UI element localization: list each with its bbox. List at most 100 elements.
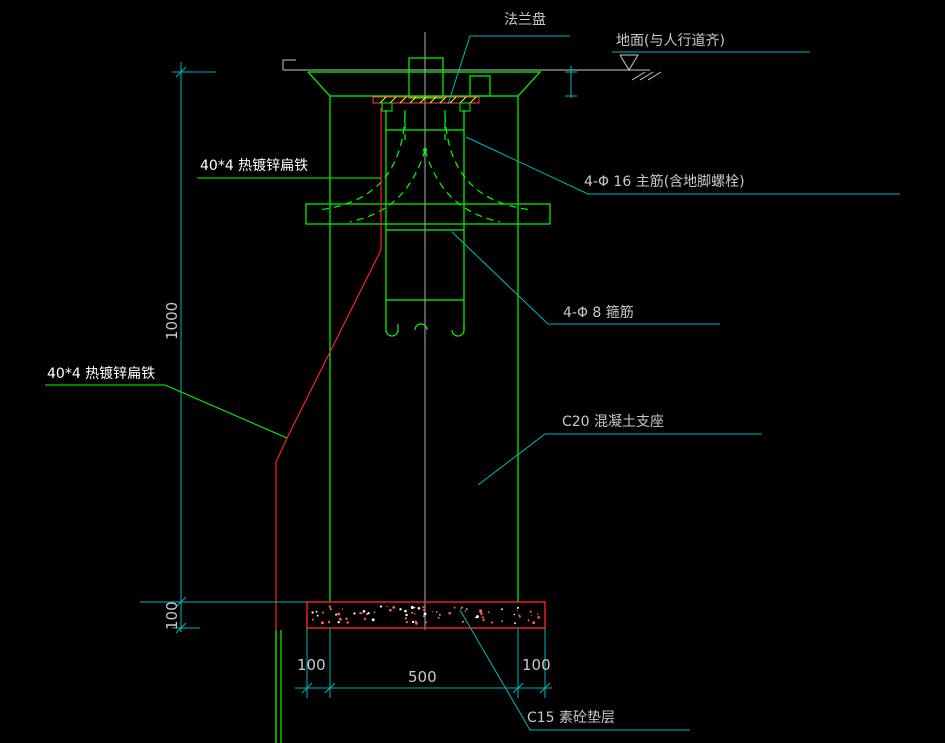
cushion-speck bbox=[311, 618, 314, 621]
cushion-speck bbox=[448, 611, 452, 615]
cushion-speck bbox=[359, 611, 362, 615]
cushion-speck bbox=[316, 614, 319, 617]
right-offset-dimension: 100 bbox=[522, 656, 551, 674]
cushion-speck bbox=[345, 617, 348, 620]
pedestal-body bbox=[305, 96, 551, 602]
cushion-speck bbox=[487, 611, 490, 614]
cushion-speck bbox=[464, 610, 467, 612]
cushion-speck bbox=[436, 611, 438, 613]
grounding-iron bbox=[275, 108, 382, 743]
cushion-speck bbox=[363, 618, 366, 621]
height-dimension: 1000 bbox=[163, 302, 181, 340]
cushion-speck bbox=[431, 611, 433, 613]
cushion-speck bbox=[479, 610, 483, 614]
cushion-speck bbox=[437, 616, 440, 619]
flat-iron-upper-label: 40*4 热镀锌扁铁 bbox=[200, 157, 308, 174]
stirrup-label: 4-Φ 8 箍筋 bbox=[563, 304, 634, 321]
anchor-bolts bbox=[317, 110, 533, 223]
cushion-speck bbox=[465, 608, 468, 610]
flange-leader bbox=[447, 35, 570, 105]
cushion-speck bbox=[460, 607, 462, 610]
stirrup-leader bbox=[451, 231, 720, 325]
rebar-cage bbox=[385, 110, 465, 337]
cushion-speck bbox=[321, 611, 324, 614]
cushion-speck bbox=[362, 610, 366, 613]
concrete-leader bbox=[477, 433, 762, 486]
cushion-speck bbox=[453, 606, 456, 609]
cushion-speck bbox=[423, 612, 427, 616]
cushion-speck bbox=[439, 614, 441, 616]
cushion-speck bbox=[422, 606, 425, 609]
cushion-speck bbox=[411, 620, 415, 624]
cushion-speck bbox=[315, 610, 318, 613]
cushion-speck bbox=[410, 605, 414, 609]
ground-line bbox=[282, 54, 662, 81]
cushion-speck bbox=[386, 605, 388, 608]
cushion-speck bbox=[346, 621, 349, 624]
cushion-speck bbox=[517, 606, 519, 609]
cushion-speck bbox=[516, 610, 518, 612]
horizontal-dimensions bbox=[295, 628, 552, 698]
cushion-speck bbox=[476, 615, 479, 619]
cushion-speck bbox=[337, 621, 340, 624]
cushion-speck bbox=[480, 613, 483, 616]
cushion-speck bbox=[335, 613, 338, 616]
cushion-speck bbox=[371, 618, 375, 622]
cushion-speck bbox=[414, 607, 416, 609]
main-rebar-label: 4-Φ 16 主筋(含地脚螺栓) bbox=[584, 173, 745, 190]
cushion-speck bbox=[337, 612, 341, 616]
cushion-speck bbox=[529, 610, 532, 613]
cushion-speck bbox=[341, 608, 343, 610]
cushion-label: C15 素砼垫层 bbox=[527, 710, 615, 726]
cushion-speck bbox=[404, 609, 407, 613]
pile-cap bbox=[307, 57, 542, 99]
cushion-speck bbox=[329, 606, 331, 608]
cushion-speck bbox=[538, 617, 540, 619]
cushion-speck bbox=[513, 613, 516, 616]
cushion-speck bbox=[338, 617, 342, 621]
cushion-speck bbox=[405, 613, 408, 617]
cushion-speck bbox=[531, 614, 533, 616]
left-offset-dimension: 100 bbox=[297, 656, 326, 674]
cushion-speck bbox=[481, 616, 484, 619]
center-dot bbox=[423, 148, 427, 152]
flat-iron-lower-label: 40*4 热镀锌扁铁 bbox=[47, 365, 155, 382]
cushion-speck bbox=[405, 621, 408, 624]
cushion-speck bbox=[321, 621, 324, 625]
cushion-speck bbox=[311, 611, 314, 614]
cushion-speck bbox=[424, 621, 427, 624]
cushion-speck bbox=[527, 619, 530, 622]
cushion-thickness-dimension: 100 bbox=[163, 601, 181, 630]
cushion-speck bbox=[404, 617, 407, 620]
cushion-speck bbox=[423, 615, 425, 617]
ground-label: 地面(与人行道齐) bbox=[616, 33, 725, 49]
flange-plate bbox=[372, 96, 480, 112]
cushion-speck bbox=[462, 620, 464, 623]
cushion-speck bbox=[373, 611, 376, 614]
cushion-speck bbox=[353, 612, 356, 615]
vertical-dimensions bbox=[140, 62, 577, 634]
flat-iron-lower-leader bbox=[45, 384, 288, 439]
cushion-speck bbox=[389, 608, 392, 612]
concrete-base-label: C20 混凝土支座 bbox=[562, 414, 664, 430]
cushion-speck bbox=[411, 611, 414, 614]
cushion-speck bbox=[482, 619, 485, 622]
width-dimension: 500 bbox=[408, 668, 437, 686]
cushion-speck bbox=[415, 622, 418, 625]
cushion-speck bbox=[361, 612, 363, 614]
cushion-speck bbox=[392, 606, 396, 609]
cushion-layer bbox=[306, 601, 546, 629]
cushion-speck bbox=[536, 613, 539, 615]
cushion-speck bbox=[491, 621, 494, 624]
cushion-speck bbox=[532, 621, 536, 625]
cushion-speck bbox=[514, 622, 516, 624]
cushion-speck bbox=[501, 620, 503, 622]
cushion-speck bbox=[328, 621, 331, 624]
cushion-speck bbox=[413, 613, 416, 615]
cushion-speck bbox=[501, 608, 503, 611]
cushion-speck bbox=[367, 612, 370, 615]
cushion-speck bbox=[518, 615, 521, 618]
cushion-speck bbox=[330, 609, 332, 611]
flange-label: 法兰盘 bbox=[504, 11, 546, 28]
